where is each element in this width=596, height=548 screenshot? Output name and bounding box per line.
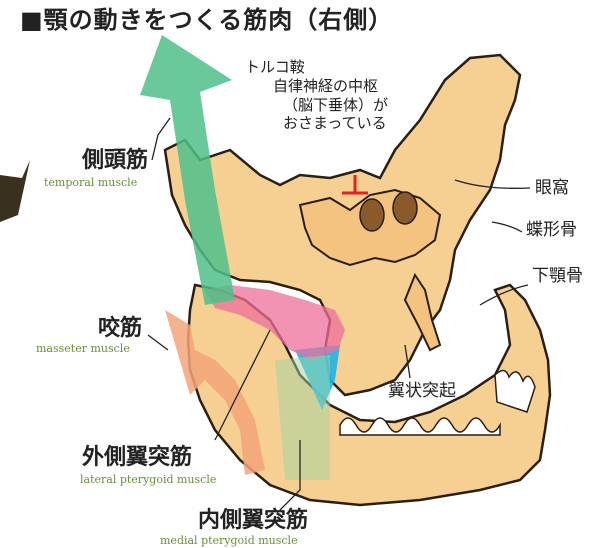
page-title: ■顎の動きをつくる筋肉（右側） bbox=[20, 8, 393, 32]
masseter-label-en: masseter muscle bbox=[36, 343, 130, 354]
lateral-pterygoid-label-jp: 外側翼突筋 bbox=[82, 447, 192, 469]
sella-note-line2: 自律神経の中枢 bbox=[245, 77, 445, 96]
medial-pterygoid-label-en: medial pterygoid muscle bbox=[160, 535, 298, 546]
edge-shadow bbox=[0, 160, 30, 222]
mandible-label: 下顎骨 bbox=[532, 268, 583, 285]
temporal-label-jp: 側頭筋 bbox=[82, 150, 148, 172]
masseter-label-jp: 咬筋 bbox=[98, 318, 142, 340]
temporal-label-en: temporal muscle bbox=[44, 177, 137, 188]
sella-note-line1: トルコ鞍 bbox=[245, 58, 445, 77]
medial-pterygoid-label-jp: 内側翼突筋 bbox=[198, 510, 308, 532]
orbit-cavity-right bbox=[393, 192, 417, 224]
orbit-cavity-left bbox=[360, 199, 384, 231]
sella-note-line3: （脳下垂体）が bbox=[245, 96, 445, 115]
orbit-label: 眼窩 bbox=[535, 180, 569, 197]
pterygoid-process-label: 翼状突起 bbox=[388, 383, 456, 400]
lateral-pterygoid-label-en: lateral pterygoid muscle bbox=[80, 474, 216, 485]
sphenoid-label: 蝶形骨 bbox=[526, 222, 577, 239]
sella-note: トルコ鞍 自律神経の中枢 （脳下垂体）が おさまっている bbox=[245, 58, 445, 133]
sella-note-line4: おさまっている bbox=[245, 114, 445, 133]
